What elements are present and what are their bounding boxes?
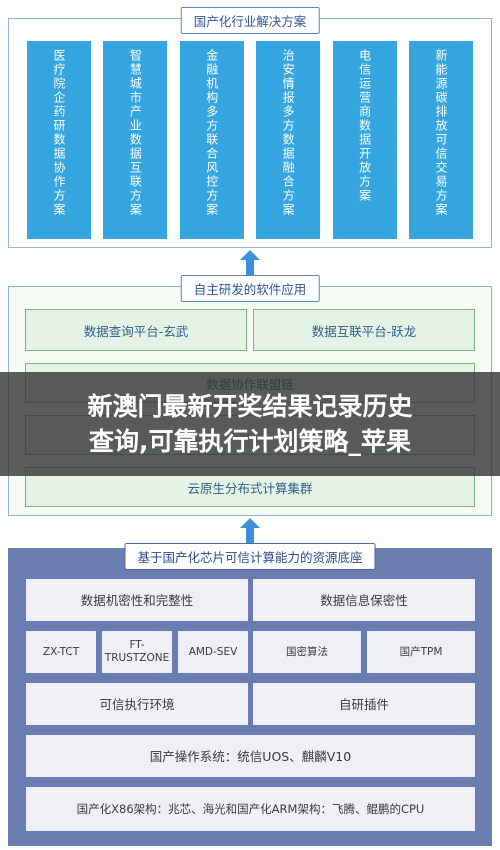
ft-trustzone-line-1: FT- — [129, 639, 145, 651]
resource-base-title: 基于国产化芯片可信计算能力的资源底座 — [124, 543, 376, 570]
solution-public-security: 治安情报多方数据融合方案 — [256, 41, 321, 239]
banner-line-1: 新澳门最新开奖结果记录历史 — [87, 392, 413, 421]
platform-interconnect-box: 数据互联平台-跃龙 — [253, 309, 475, 351]
national-tpm-box: 国产TPM — [367, 631, 475, 673]
banner-line-2: 查询,可靠执行计划策略_苹果 — [89, 427, 411, 456]
national-crypto-box: 国密算法 — [253, 631, 361, 673]
resource-base-panel: 基于国产化芯片可信计算能力的资源底座 数据机密性和完整性 数据信息保密性 ZX-… — [8, 543, 492, 846]
industry-solutions-panel: 国产化行业解决方案 医疗院企药研数据协作方案 智慧城市产业数据互联方案 金融机构… — [8, 7, 492, 248]
confidentiality-box: 数据机密性和完整性 — [26, 579, 248, 621]
industry-solutions-title: 国产化行业解决方案 — [180, 7, 320, 34]
solution-medical: 医疗院企药研数据协作方案 — [27, 41, 91, 239]
up-arrow-icon — [240, 518, 260, 544]
solution-finance: 金融机构多方联合风控方案 — [179, 41, 244, 239]
up-arrow-icon — [240, 250, 260, 276]
solution-telecom: 电信运营商数据开放方案 — [332, 41, 397, 239]
amd-sev-box: AMD-SEV — [178, 631, 248, 673]
solution-label: 治安情报多方数据融合方案 — [281, 49, 296, 217]
arch-box: 国产化X86架构：兆芯、海光和国产化ARM架构：飞腾、鲲鹏的CPU — [26, 787, 475, 831]
solution-new-energy: 新能源碳排放可信交易方案 — [408, 41, 473, 239]
solution-label: 智慧城市产业数据互联方案 — [128, 49, 143, 217]
tee-box: 可信执行环境 — [26, 683, 248, 725]
solution-label: 新能源碳排放可信交易方案 — [433, 49, 448, 217]
plugin-box: 自研插件 — [253, 683, 475, 725]
solution-label: 电信运营商数据开放方案 — [357, 49, 372, 203]
zx-tct-box: ZX-TCT — [26, 631, 96, 673]
overlay-banner: 新澳门最新开奖结果记录历史 查询,可靠执行计划策略_苹果 — [0, 372, 500, 476]
ft-trustzone-line-2: TRUSTZONE — [104, 652, 170, 664]
privacy-box: 数据信息保密性 — [253, 579, 475, 621]
solution-label: 金融机构多方联合风控方案 — [204, 49, 219, 217]
ft-trustzone-box: FT- TRUSTZONE — [102, 631, 172, 673]
solution-smart-city: 智慧城市产业数据互联方案 — [103, 41, 168, 239]
os-box: 国产操作系统：统信UOS、麒麟V10 — [26, 735, 475, 777]
solution-label: 医疗院企药研数据协作方案 — [52, 49, 66, 217]
platform-query-box: 数据查询平台-玄武 — [25, 309, 247, 351]
software-apps-title: 自主研发的软件应用 — [180, 275, 320, 302]
